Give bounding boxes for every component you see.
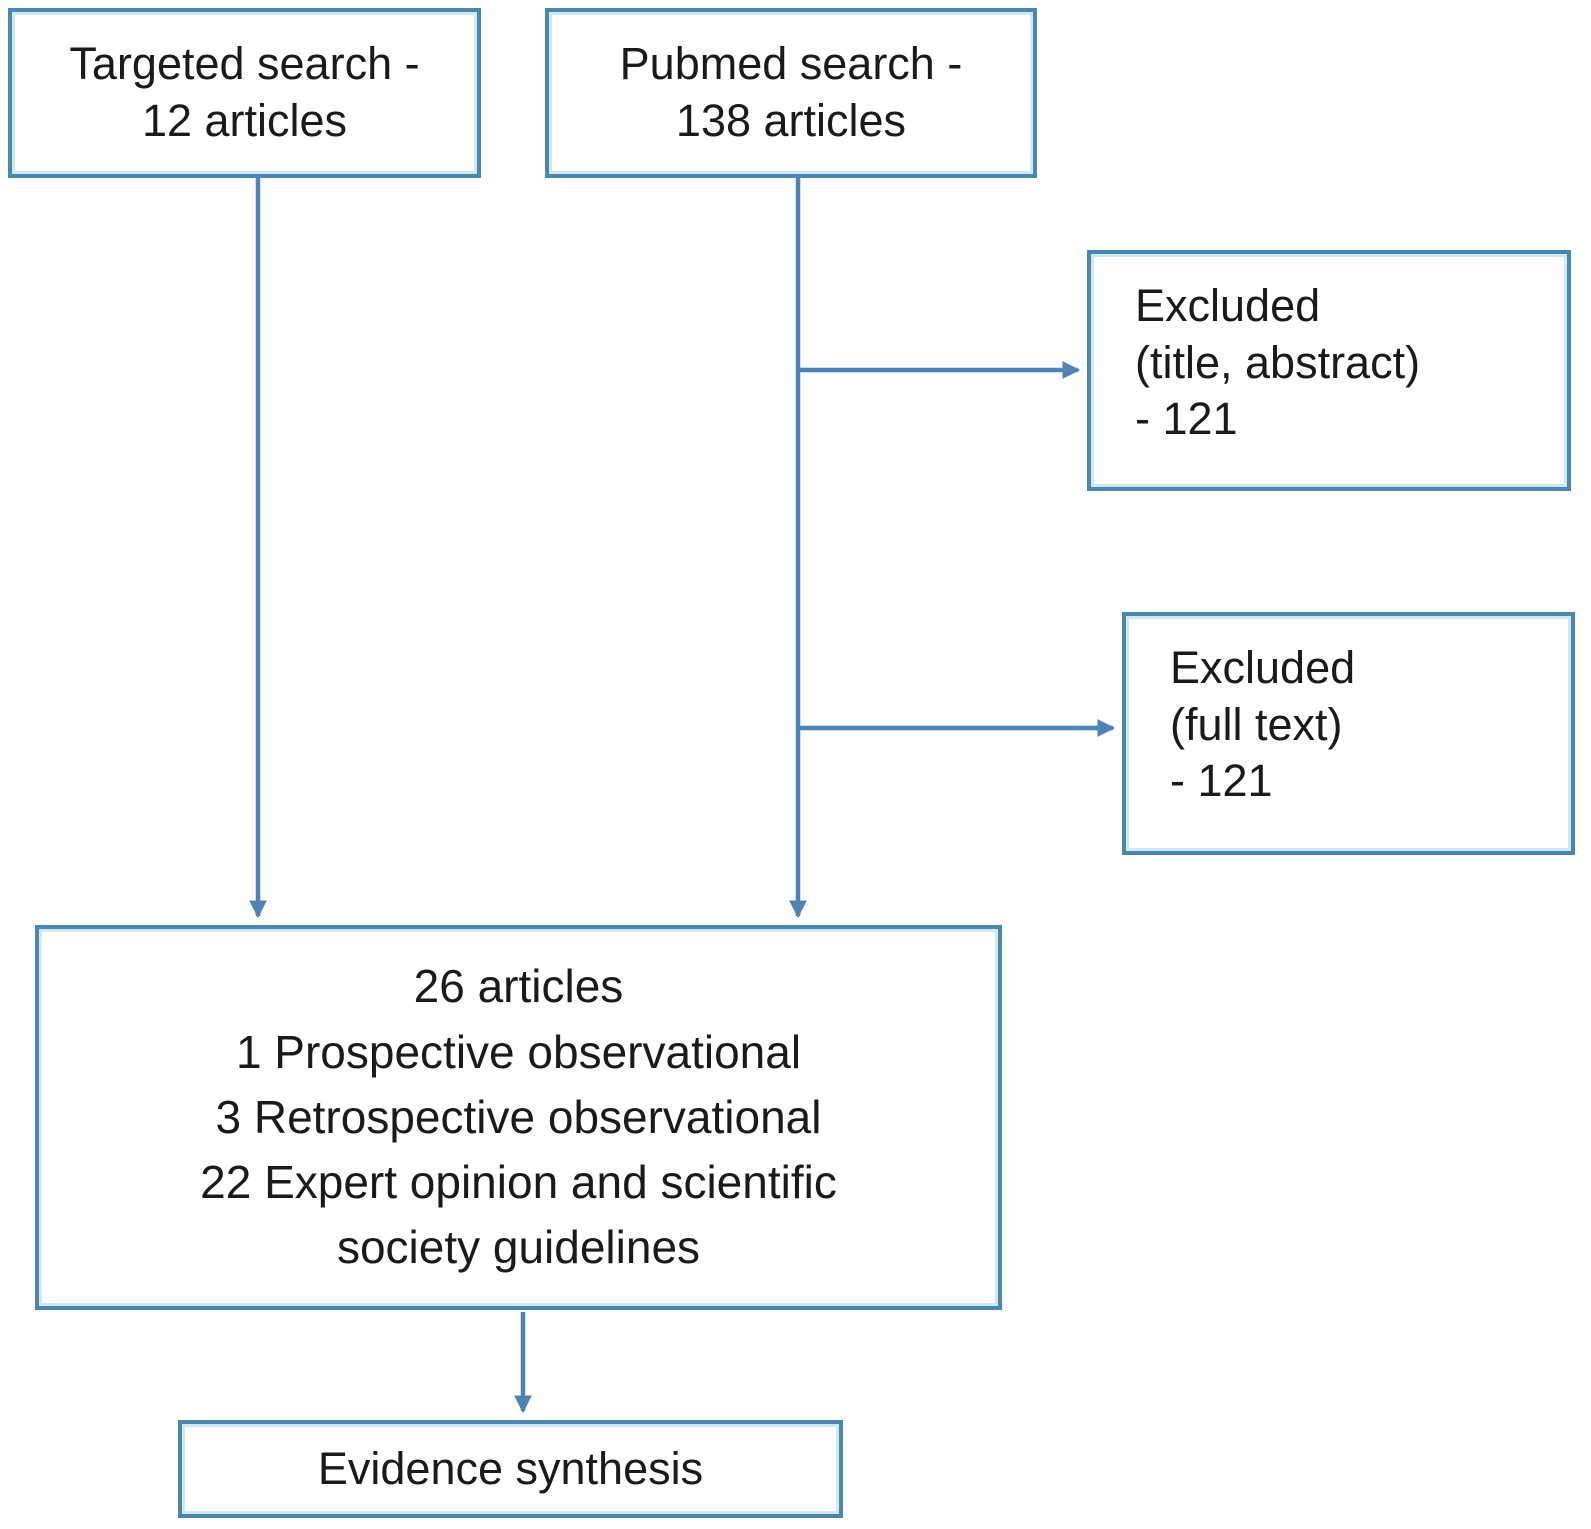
targeted-search-label: Targeted search - 12 articles — [69, 38, 420, 146]
targeted-search-box: Targeted search - 12 articles — [8, 8, 481, 178]
pubmed-search-box: Pubmed search - 138 articles — [545, 8, 1037, 178]
evidence-synthesis-label: Evidence synthesis — [317, 1442, 704, 1494]
included-articles-box: 26 articles 1 Prospective observational … — [35, 925, 1002, 1310]
excluded-title-abstract-box: Excluded (title, abstract) - 121 — [1087, 250, 1571, 491]
pubmed-search-label: Pubmed search - 138 articles — [619, 38, 963, 146]
included-articles-label: 26 articles 1 Prospective observational … — [200, 960, 837, 1274]
excluded-full-text-box: Excluded (full text) - 121 — [1122, 612, 1575, 855]
excluded-full-text-label: Excluded (full text) - 121 — [1170, 642, 1356, 807]
evidence-synthesis-box: Evidence synthesis — [178, 1420, 843, 1518]
excluded-title-abstract-label: Excluded (title, abstract) - 121 — [1135, 280, 1421, 445]
